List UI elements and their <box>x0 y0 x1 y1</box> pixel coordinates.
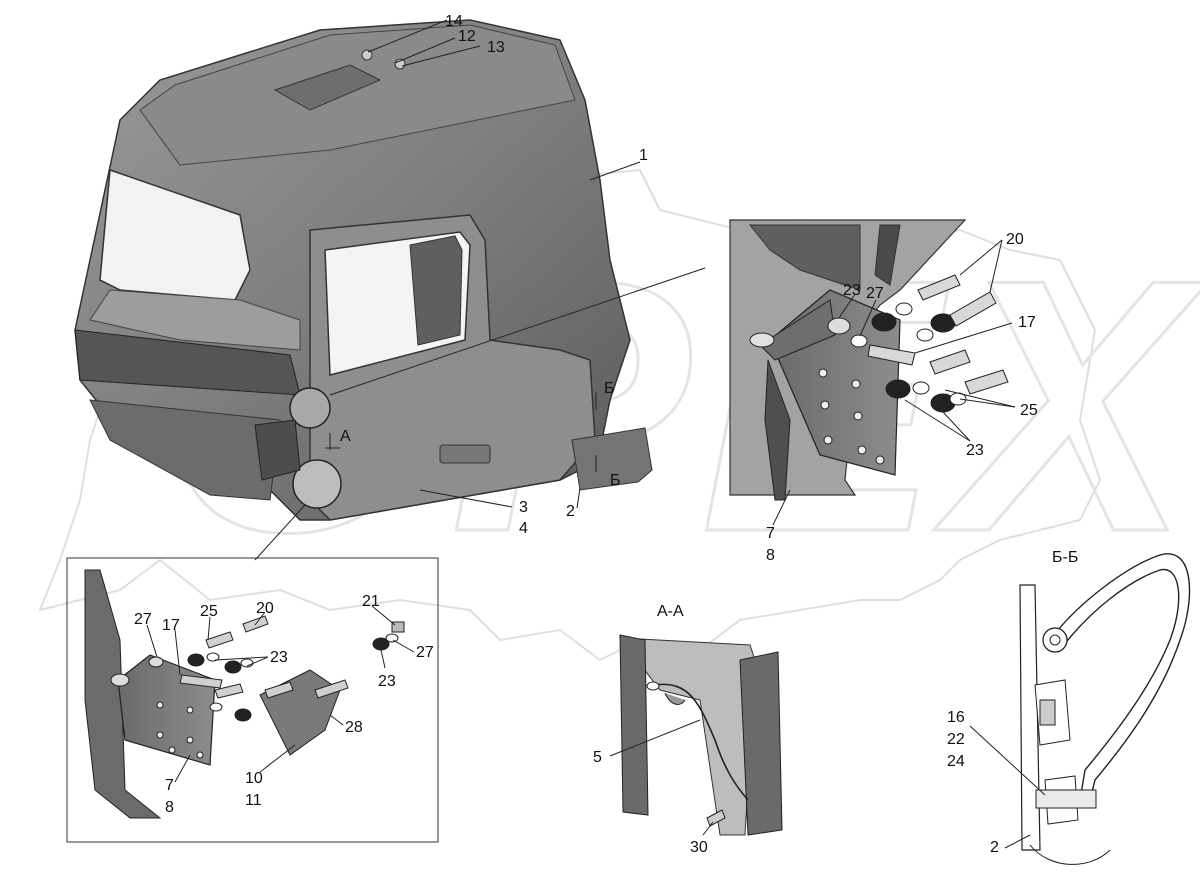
inset-label-11: 11 <box>245 792 262 809</box>
inset-label-27-left: 27 <box>134 611 152 628</box>
label-2-main: 2 <box>566 503 575 520</box>
section-aa-label-5: 5 <box>593 749 602 766</box>
hinge-leaders <box>772 239 1016 526</box>
hinge-label-23-top: 23 <box>843 282 861 299</box>
inset-label-17: 17 <box>162 617 180 634</box>
hinge-detail <box>729 219 1009 501</box>
inset-label-8: 8 <box>165 799 174 816</box>
detail-pointer-line <box>329 267 706 396</box>
section-bb-label-2: 2 <box>990 839 999 856</box>
inset-label-23-left: 23 <box>270 649 288 666</box>
main-leaders <box>367 19 641 509</box>
inset-label-20: 20 <box>256 600 274 617</box>
inset-label-25: 25 <box>200 603 218 620</box>
section-aa-label-30: 30 <box>690 839 708 856</box>
section-bb-label-24: 24 <box>947 753 965 770</box>
inset-detail <box>66 557 439 843</box>
hinge-label-25: 25 <box>1020 402 1038 419</box>
inset-pointer-line <box>254 504 306 561</box>
truck-cab <box>74 19 706 561</box>
hinge-label-17: 17 <box>1018 314 1036 331</box>
section-bb-label-22: 22 <box>947 731 965 748</box>
inset-label-28: 28 <box>345 719 363 736</box>
section-bb <box>1019 553 1191 865</box>
section-aa-title: А-А <box>657 603 684 620</box>
section-bb-title: Б-Б <box>1052 549 1078 566</box>
inset-label-7: 7 <box>165 777 174 794</box>
inset-leaders <box>146 605 415 783</box>
section-b-marker-bottom: Б <box>610 472 621 489</box>
label-3: 3 <box>519 499 528 516</box>
section-a-marker: A <box>340 428 351 445</box>
section-bb-label-16: 16 <box>947 709 965 726</box>
hinge-label-7: 7 <box>766 525 775 542</box>
label-14: 14 <box>445 13 463 30</box>
hinge-label-27: 27 <box>866 285 884 302</box>
hinge-label-23-bottom: 23 <box>966 442 984 459</box>
hinge-label-8: 8 <box>766 547 775 564</box>
inset-label-23-right: 23 <box>378 673 396 690</box>
label-12: 12 <box>458 28 476 45</box>
section-aa <box>618 634 783 836</box>
hinge-label-20: 20 <box>1006 231 1024 248</box>
label-1: 1 <box>639 147 648 164</box>
label-13: 13 <box>487 39 505 56</box>
inset-label-27-right: 27 <box>416 644 434 661</box>
inset-label-10: 10 <box>245 770 263 787</box>
label-4: 4 <box>519 520 528 537</box>
inset-label-21: 21 <box>362 593 380 610</box>
section-b-marker-top: Б <box>604 380 615 397</box>
